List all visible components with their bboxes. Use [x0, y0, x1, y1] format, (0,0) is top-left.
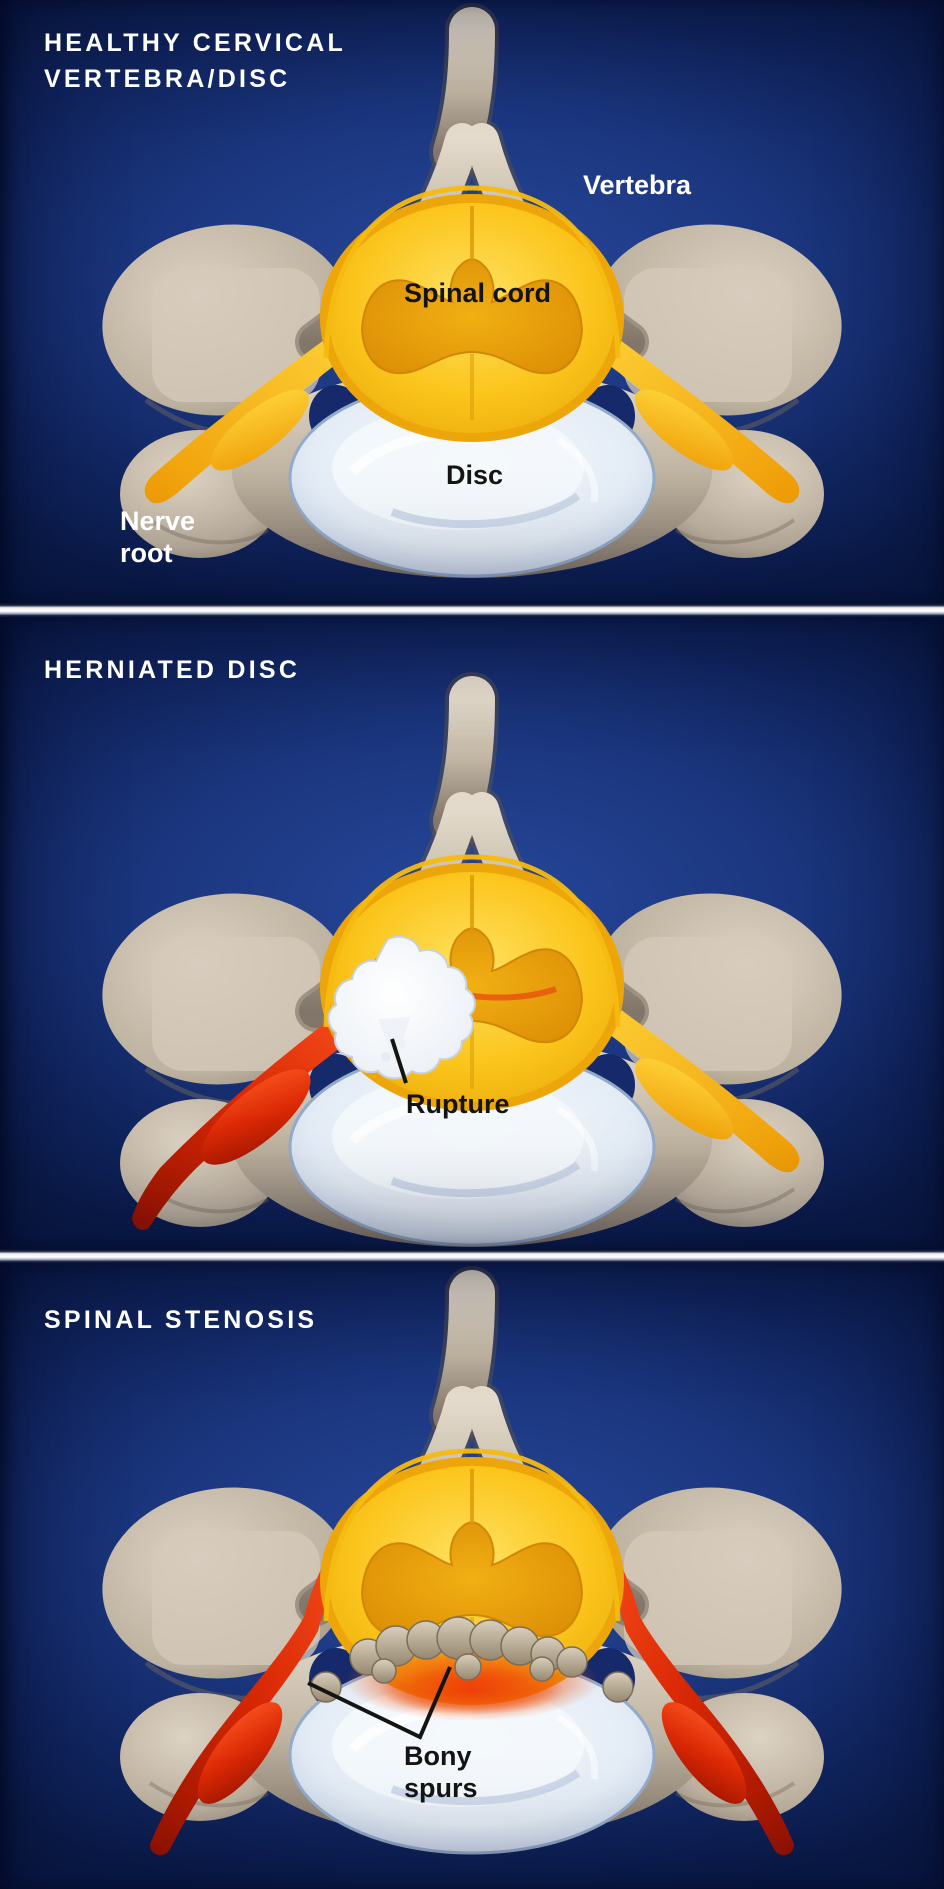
- panel-divider: [0, 603, 944, 617]
- cord-compression-glow-core: [380, 1667, 564, 1715]
- label-spinal-cord: Spinal cord: [404, 278, 552, 308]
- spinal-stenosis-illustration: [0, 1263, 944, 1889]
- label-rupture: Rupture: [406, 1089, 510, 1119]
- bony-spurs-leader-lines: [307, 1666, 452, 1740]
- panel-herniated: HERNIATED DISC Rupture: [0, 617, 944, 1249]
- herniated-disc-illustration: [0, 617, 944, 1249]
- panel-title-stenosis: SPINAL STENOSIS: [44, 1306, 318, 1334]
- panel-title-healthy: HEALTHY CERVICAL VERTEBRA/DISC: [44, 29, 347, 93]
- panel-healthy: HEALTHY CERVICAL VERTEBRA/DISC Vertebra …: [0, 0, 944, 603]
- label-bony-spurs: Bony spurs: [404, 1741, 478, 1803]
- facet-spur-right: [602, 1671, 634, 1703]
- label-disc: Disc: [446, 460, 504, 490]
- label-nerve-root: Nerve root: [120, 506, 196, 568]
- label-vertebra: Vertebra: [583, 170, 692, 200]
- panel-title-herniated: HERNIATED DISC: [44, 656, 301, 684]
- panel-divider: [0, 1249, 944, 1263]
- rupture-leader-line: [390, 1038, 408, 1084]
- panel-stenosis: SPINAL STENOSIS Bony spurs: [0, 1263, 944, 1889]
